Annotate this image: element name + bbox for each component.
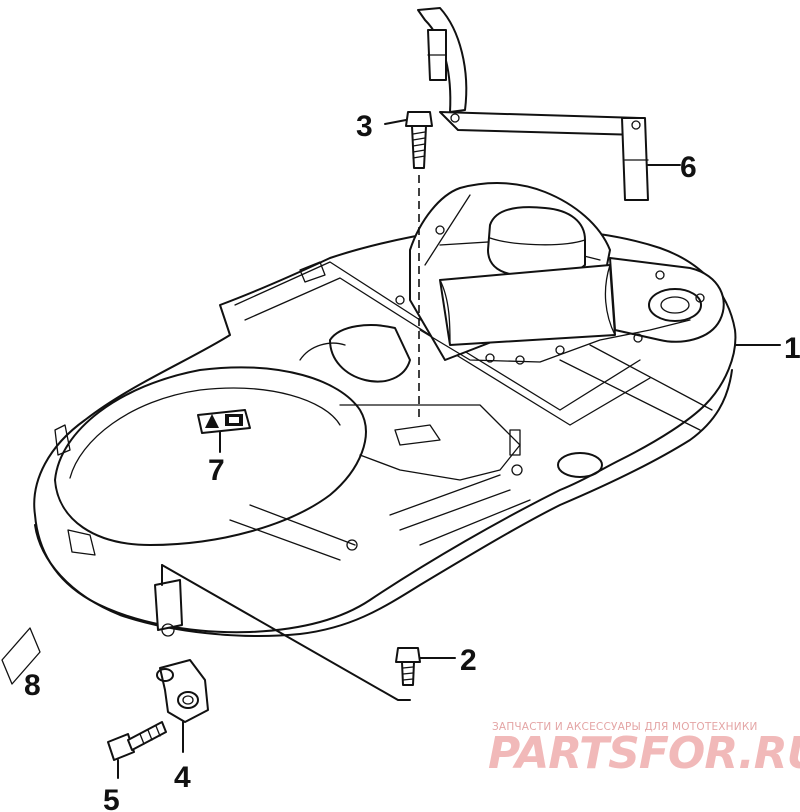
callout-6: 6 <box>680 151 697 184</box>
bracket-part-6 <box>417 7 681 201</box>
leader-lines <box>161 564 411 701</box>
label-sheet-part-8 <box>1 627 41 685</box>
bolt-part-5 <box>107 721 167 779</box>
mount-bracket-part-4 <box>156 659 209 753</box>
callout-4: 4 <box>174 761 191 794</box>
warning-label-part-7 <box>197 409 251 453</box>
callout-2: 2 <box>460 644 477 677</box>
callout-7: 7 <box>208 454 225 487</box>
bolt-part-3 <box>384 111 433 420</box>
engine-cover-part-1 <box>33 182 781 637</box>
watermark-tagline: ЗАПЧАСТИ И АКСЕССУАРЫ ДЛЯ МОТОТЕХНИКИ <box>492 721 758 733</box>
callout-3: 3 <box>356 110 373 143</box>
callout-1: 1 <box>784 332 800 365</box>
watermark-brand: PARTSFOR.RU <box>488 728 800 779</box>
callout-5: 5 <box>103 784 120 812</box>
bolt-part-2 <box>395 647 456 686</box>
callout-8: 8 <box>24 669 41 702</box>
